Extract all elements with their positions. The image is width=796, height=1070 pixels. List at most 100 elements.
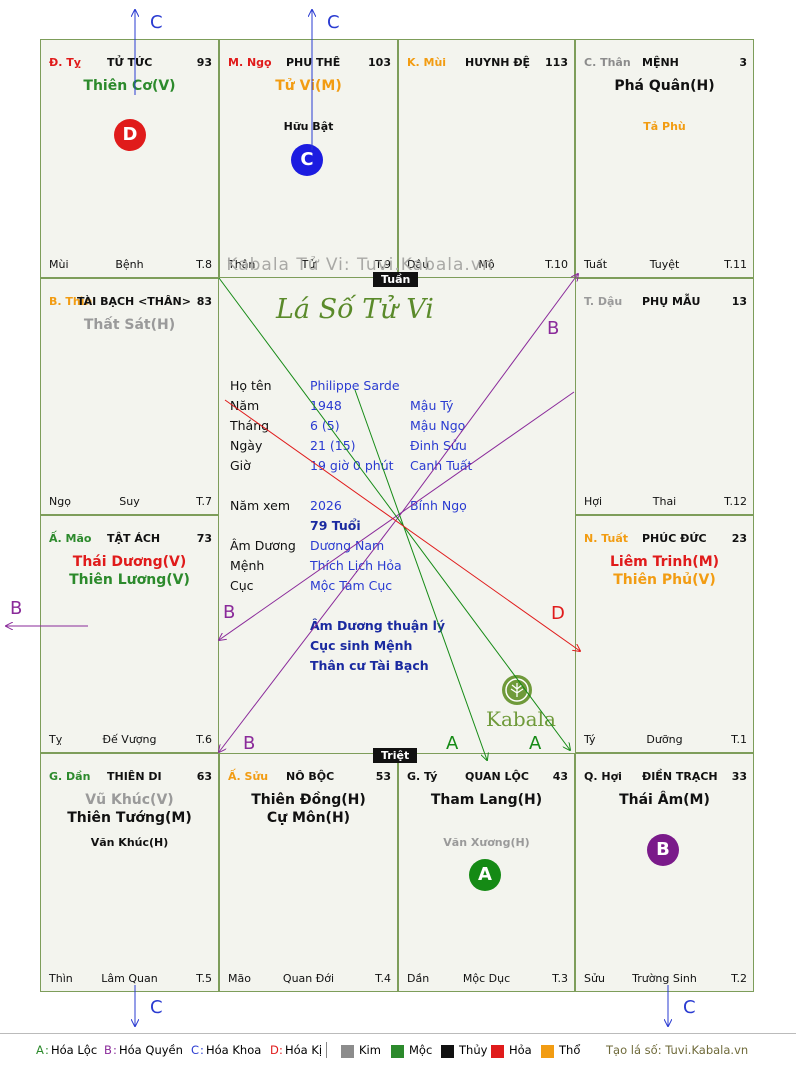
palace-name: MỆNH [642, 56, 679, 69]
palace-foot-branch: Tý [584, 733, 596, 746]
palace-branch: Ấ. Mão [49, 532, 92, 545]
arrow-label-b: B [10, 598, 23, 619]
legend-colon: : [113, 1043, 117, 1057]
arrow-label-b: B [223, 602, 236, 623]
palace-branch: G. Tý [407, 770, 438, 783]
major-star: Vũ Khúc(V) [85, 792, 174, 808]
legend-separator [326, 1042, 327, 1058]
palace-name: HUYNH ĐỆ [465, 56, 531, 69]
arrow-label-c: C [150, 12, 163, 33]
info-value: Mộc Tam Cục [310, 578, 393, 593]
major-star: Liêm Trinh(M) [609, 554, 720, 570]
palace-branch: G. Dần [49, 770, 91, 783]
palace-foot-branch: Tỵ [49, 733, 63, 746]
palace-number: 113 [545, 56, 568, 69]
palace-name: TẬT ÁCH [107, 532, 161, 545]
major-star: Thiên Phủ(V) [613, 572, 716, 588]
palace-name: NÔ BỘC [286, 770, 335, 783]
palace-number: 23 [731, 532, 747, 545]
legend-element: Kim [359, 1043, 381, 1057]
major-star: Tử Vi(M) [275, 78, 342, 94]
info-can-chi: Đinh Sửu [410, 438, 467, 453]
palace-stage: Đế Vượng [102, 733, 157, 746]
major-star: Thất Sát(H) [83, 317, 176, 333]
palace-age: T.5 [196, 972, 212, 985]
legend-colon: : [45, 1043, 49, 1057]
legend-swatch [491, 1045, 504, 1058]
major-star: Tham Lang(H) [430, 792, 543, 808]
legend-element: Mộc [409, 1043, 433, 1057]
minor-star: Tả Phù [643, 120, 686, 133]
palace-name: ĐIỀN TRẠCH [642, 770, 718, 783]
palace-foot-branch: Ngọ [49, 495, 71, 508]
palace-number: 83 [196, 295, 212, 308]
palace-branch: N. Tuất [584, 532, 629, 545]
legend-swatch [341, 1045, 354, 1058]
arrow-label-a: A [446, 733, 459, 754]
palace-foot-branch: Tuất [584, 258, 608, 271]
major-star: Phá Quân(H) [614, 78, 715, 94]
palace-number: 63 [196, 770, 212, 783]
minor-star: Văn Xương(H) [443, 836, 530, 849]
palace-foot-branch: Sửu [584, 972, 605, 985]
palace-age: T.12 [724, 495, 747, 508]
legend-element: Thủy [459, 1043, 488, 1057]
info-value: 19 giờ 0 phút [310, 458, 394, 473]
info-note: Âm Dương thuận lý [310, 618, 446, 633]
palace-number: 103 [368, 56, 391, 69]
palace-stage: Bệnh [115, 258, 144, 271]
info-note: Thân cư Tài Bạch [310, 658, 429, 673]
minor-star: Hữu Bật [283, 120, 334, 133]
legend-swatch [441, 1045, 454, 1058]
info-value: 79 Tuổi [310, 518, 361, 533]
info-can-chi: Mậu Tý [410, 398, 454, 413]
legend-element: Hỏa [509, 1043, 532, 1057]
legend-text: Hóa Lộc [51, 1043, 98, 1057]
major-star: Thiên Lương(V) [69, 572, 190, 588]
major-star: Thiên Cơ(V) [83, 78, 176, 94]
info-can-chi: Canh Tuất [410, 458, 473, 473]
info-label: Năm xem [230, 498, 291, 513]
palace-stage: Suy [119, 495, 140, 508]
palace-stage: Tuyệt [649, 258, 680, 271]
info-label: Họ tên [230, 378, 272, 393]
info-label: Giờ [230, 458, 251, 473]
legend-swatch [391, 1045, 404, 1058]
palace-foot-branch: Mùi [49, 258, 69, 271]
info-value: Philippe Sarde [310, 378, 400, 393]
palace-age: T.11 [724, 258, 747, 271]
triet-tag: Triệt [373, 748, 418, 763]
palace-number: 73 [196, 532, 212, 545]
palace-age: T.2 [731, 972, 747, 985]
major-star: Thiên Đồng(H) [251, 792, 366, 808]
palace-number: 3 [739, 56, 747, 69]
kabala-logo-icon [502, 675, 532, 705]
palace-name: QUAN LỘC [465, 770, 529, 783]
arrow-label-c: C [327, 12, 340, 33]
palace-age: T.9 [375, 258, 391, 271]
arrow-label-d: D [551, 603, 565, 624]
palace-foot-branch: Dần [407, 972, 430, 985]
info-value: 21 (15) [310, 438, 356, 453]
palace-stage: Lâm Quan [101, 972, 158, 985]
hoa-khoa-marker: C [291, 144, 323, 176]
palace-stage: Quan Đới [282, 972, 335, 985]
palace-age: T.10 [545, 258, 568, 271]
legend-text: Hóa Quyền [119, 1043, 183, 1057]
kabala-brand: Kabala [486, 707, 556, 731]
chart-logo-title: Lá Số Tử Vi [276, 294, 434, 325]
palace-name: TÀI BẠCH <THÂN> [77, 295, 191, 308]
hoa-loc-marker: A [469, 859, 501, 891]
palace-stage: Mộc Dục [462, 972, 511, 985]
